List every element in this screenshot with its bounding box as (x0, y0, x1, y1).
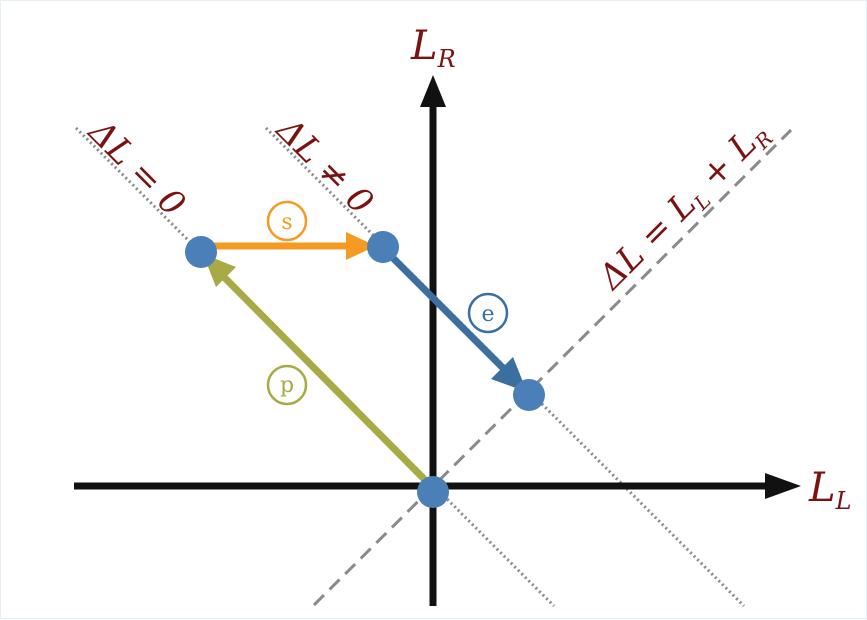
point-e-end (513, 379, 545, 411)
arrow-p-label: p (266, 364, 308, 406)
arrow-p-shaft (220, 273, 432, 487)
point-p-end (185, 236, 217, 268)
arrow-e-shaft (380, 245, 509, 374)
x-axis-label: LL (808, 465, 852, 515)
point-s-end (367, 231, 399, 263)
x-axis-arrowhead (765, 473, 801, 499)
svg-text:e: e (481, 302, 494, 327)
delta-zero-label: ΔL = 0 (79, 111, 193, 225)
arrow-s-head (346, 232, 376, 260)
y-axis-arrowhead (420, 75, 446, 107)
svg-text:s: s (281, 210, 292, 235)
arrow-e-head (491, 357, 527, 392)
svg-text:p: p (280, 373, 294, 398)
point-origin (417, 476, 449, 508)
arrow-e-label: e (467, 292, 509, 334)
delta-sum-line (312, 128, 793, 607)
y-axis-label: LR (410, 23, 456, 73)
delta-sum-label: ΔL = LL + LR (590, 113, 778, 301)
arrow-s-label: s (266, 200, 308, 242)
